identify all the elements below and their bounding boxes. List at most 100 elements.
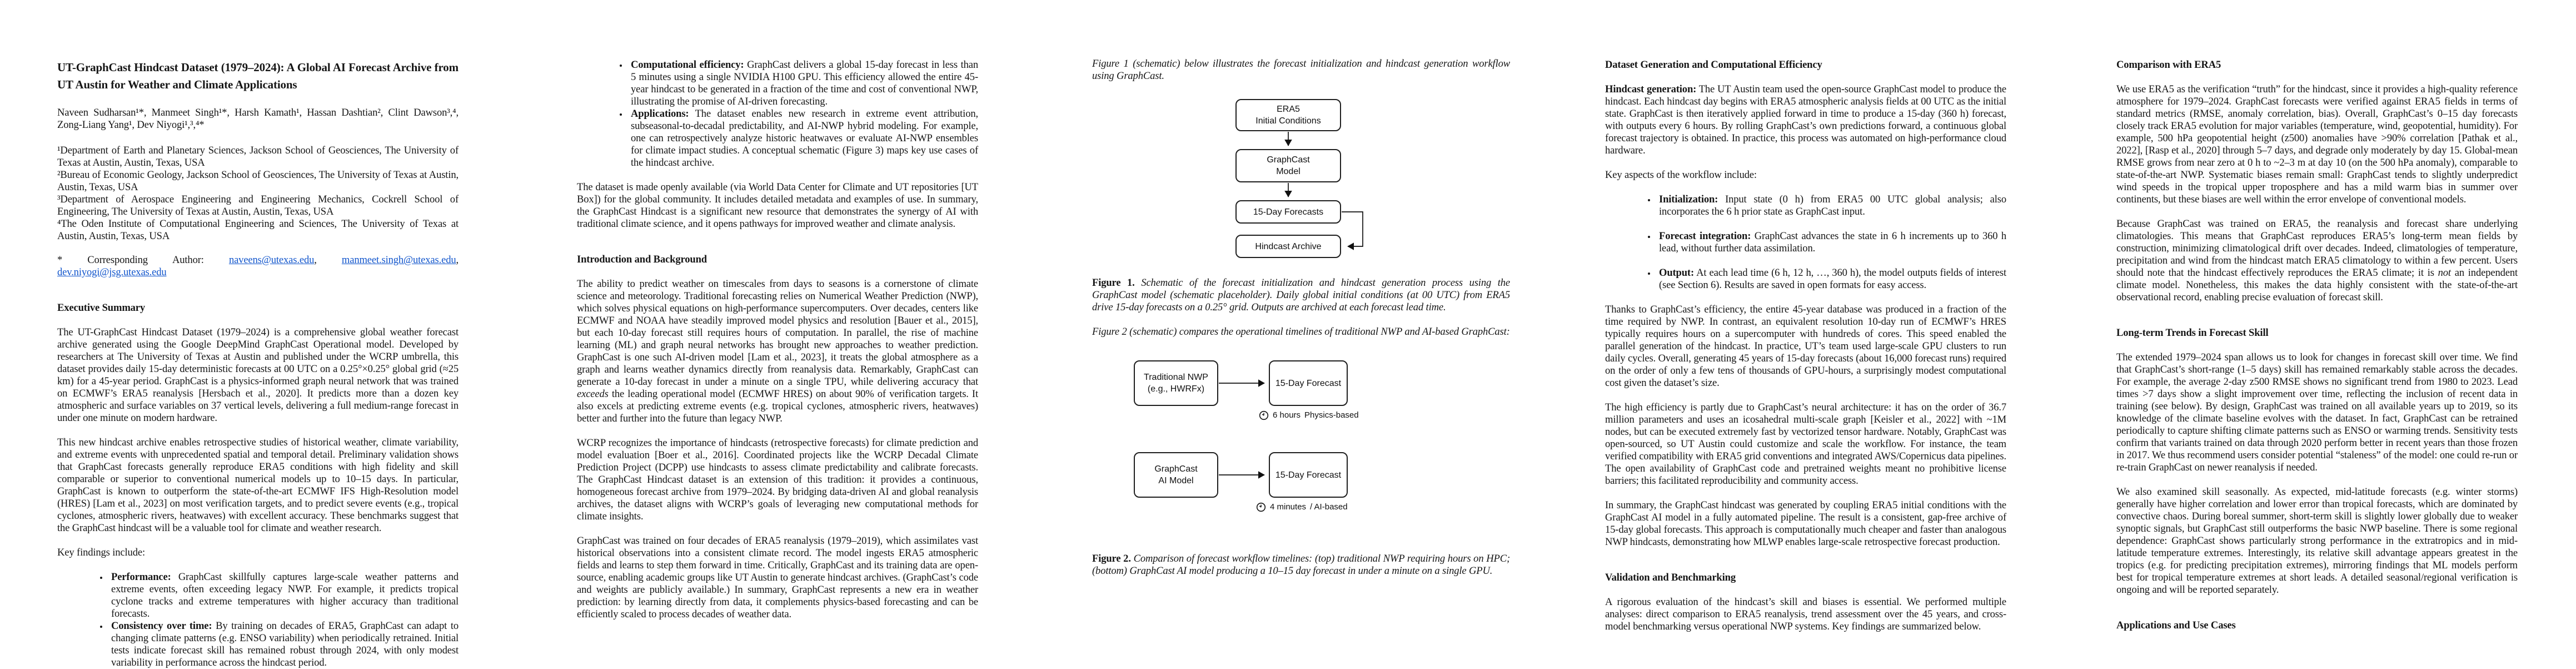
- paragraph-text: Because GraphCast was trained on ERA5, t…: [2116, 218, 2518, 279]
- paragraph: This new hindcast archive enables retros…: [57, 437, 459, 534]
- paragraph: We also examined skill seasonally. As ex…: [2116, 486, 2518, 596]
- clock-icon: [1259, 410, 1269, 420]
- paper-title: UT-GraphCast Hindcast Dataset (1979–2024…: [57, 61, 459, 91]
- section-heading-introduction: Introduction and Background: [577, 254, 707, 265]
- bullet-text: GraphCast skillfully captures large-scal…: [111, 571, 459, 620]
- paragraph: The high efficiency is partly due to Gra…: [1605, 402, 2006, 487]
- corresponding-author-line: * Corresponding Author: naveens@utexas.e…: [57, 254, 459, 279]
- corresponding-prefix: * Corresponding Author:: [57, 254, 229, 266]
- bullet-lead: Initialization:: [1659, 194, 1718, 205]
- key-findings-list-continued: Computational efficiency: GraphCast deli…: [577, 59, 978, 169]
- separator: ,: [314, 254, 342, 266]
- workflow-label: Key aspects of the workflow include:: [1605, 169, 1757, 181]
- method-label: / AI-based: [1310, 502, 1348, 512]
- flowchart-node-graphcast-ai: GraphCast AI Model: [1134, 452, 1218, 498]
- flowchart-arrows: [1284, 132, 1363, 250]
- italic-word: not: [2438, 267, 2451, 279]
- email-link[interactable]: manmeet.singh@utexas.edu: [341, 254, 456, 266]
- flowchart-node-forecast-top: 15-Day Forecast: [1269, 360, 1348, 406]
- email-link[interactable]: dev.niyogi@jsg.utexas.edu: [57, 266, 167, 278]
- paragraph-text: the leading operational model (ECMWF HRE…: [577, 388, 978, 424]
- bullet-text: Input state (0 h) from ERA5 00 UTC globa…: [1659, 194, 2006, 217]
- paragraph: The dataset is made openly available (vi…: [577, 181, 978, 230]
- section-heading-longterm-trends: Long-term Trends in Forecast Skill: [2116, 327, 2269, 339]
- list-item: Applications: The dataset enables new re…: [628, 108, 978, 169]
- flowchart-node-forecasts: 15-Day Forecasts: [1235, 200, 1341, 224]
- affiliation-list: ¹Department of Earth and Planetary Scien…: [57, 145, 459, 242]
- section-heading-comparison-era5: Comparison with ERA5: [2116, 59, 2221, 71]
- list-item: Performance: GraphCast skillfully captur…: [108, 571, 459, 620]
- paragraph: We use ERA5 as the verification “truth” …: [2116, 83, 2518, 205]
- paragraph-text: The UT Austin team used the open-source …: [1605, 83, 2006, 156]
- duration-value: 4 minutes: [1270, 502, 1307, 512]
- bullet-text: GraphCast advances the state in 6 h incr…: [1659, 230, 2006, 254]
- bullet-text: By training on decades of ERA5, GraphCas…: [111, 620, 459, 668]
- section-heading-validation: Validation and Benchmarking: [1605, 572, 1736, 583]
- bullet-lead: Consistency over time:: [111, 620, 212, 632]
- separator: ,: [456, 254, 459, 266]
- bullet-lead: Performance:: [111, 571, 171, 583]
- affiliation: ³Department of Aerospace Engineering and…: [57, 194, 459, 217]
- node-label: GraphCast: [1154, 464, 1198, 474]
- bullet-lead: Computational efficiency:: [631, 59, 744, 71]
- node-label: 15-Day Forecast: [1275, 378, 1342, 388]
- flowchart-node-era5: ERA5 Initial Conditions: [1235, 99, 1341, 131]
- workflow-list: Initialization: Input state (0 h) from E…: [1605, 194, 2006, 291]
- key-findings-label: Key findings include:: [57, 547, 145, 558]
- bullet-lead: Output:: [1659, 267, 1695, 279]
- figure1-caption-text: Schematic of the forecast initialization…: [1092, 277, 1510, 313]
- figure2-caption-text: Comparison of forecast workflow timeline…: [1092, 553, 1510, 577]
- clock-icon: [1256, 502, 1266, 512]
- node-label: 15-Day Forecasts: [1253, 207, 1324, 217]
- node-label: AI Model: [1158, 476, 1194, 485]
- node-label: Initial Conditions: [1255, 116, 1321, 126]
- flowchart-node-hindcast-archive: Hindcast Archive: [1235, 235, 1341, 258]
- list-item: Consistency over time: By training on de…: [108, 620, 459, 669]
- timeline-label-ai: 4 minutes / AI-based: [1256, 502, 1348, 512]
- paragraph-lead: Hindcast generation:: [1605, 83, 1697, 95]
- key-findings-list: Performance: GraphCast skillfully captur…: [57, 571, 459, 669]
- email-link[interactable]: naveens@utexas.edu: [228, 254, 315, 266]
- section-heading-applications: Applications and Use Cases: [2116, 620, 2236, 631]
- bullet-text: At each lead time (6 h, 12 h, …, 360 h),…: [1659, 267, 2006, 291]
- duration-value: 6 hours: [1273, 410, 1301, 420]
- figure2-caption-label: Figure 2.: [1092, 553, 1131, 564]
- list-item: Initialization: Input state (0 h) from E…: [1656, 194, 2006, 218]
- flowchart-node-forecast-bottom: 15-Day Forecast: [1269, 452, 1348, 498]
- paragraph: In summary, the GraphCast hindcast was g…: [1605, 499, 2006, 548]
- paragraph-text: The ability to predict weather on timesc…: [577, 278, 978, 388]
- affiliation: ¹Department of Earth and Planetary Scien…: [57, 145, 459, 169]
- list-item: Forecast integration: GraphCast advances…: [1656, 230, 2006, 255]
- page3-column: Figure 1 (schematic) below illustrates t…: [1092, 0, 1510, 667]
- figure2-caption: Figure 2. Comparison of forecast workflo…: [1092, 553, 1510, 577]
- node-label: Hindcast Archive: [1255, 241, 1322, 251]
- paragraph: The extended 1979–2024 span allows us to…: [2116, 351, 2518, 473]
- affiliation: ²Bureau of Economic Geology, Jackson Sch…: [57, 169, 459, 193]
- node-label: Traditional NWP: [1144, 373, 1208, 382]
- affiliation: ⁴The Oden Institute of Computational Eng…: [57, 218, 459, 242]
- section-heading-dataset-generation: Dataset Generation and Computational Eff…: [1605, 59, 1822, 71]
- bullet-lead: Forecast integration:: [1659, 230, 1751, 242]
- paragraph: The UT-GraphCast Hindcast Dataset (1979–…: [57, 326, 459, 424]
- list-item: Computational efficiency: GraphCast deli…: [628, 59, 978, 108]
- node-label: ERA5: [1277, 105, 1300, 114]
- flowchart-node-graphcast-model: GraphCast Model: [1235, 149, 1341, 182]
- method-label: Physics-based: [1304, 410, 1359, 420]
- figure1-caption: Figure 1. Schematic of the forecast init…: [1092, 277, 1510, 314]
- paragraph: Thanks to GraphCast’s efficiency, the en…: [1605, 304, 2006, 389]
- author-list: Naveen Sudharsan¹*, Manmeet Singh¹*, Har…: [57, 107, 459, 131]
- paragraph: Hindcast generation: The UT Austin team …: [1605, 83, 2006, 157]
- node-label: (e.g., HWRFx): [1147, 384, 1205, 394]
- flowchart2-arrows: [1219, 379, 1265, 479]
- paragraph: Because GraphCast was trained on ERA5, t…: [2116, 218, 2518, 304]
- page4-column: Dataset Generation and Computational Eff…: [1605, 0, 2006, 633]
- flowchart-node-traditional-nwp: Traditional NWP (e.g., HWRFx): [1134, 360, 1218, 406]
- bullet-text: GraphCast delivers a global 15-day forec…: [631, 59, 978, 107]
- node-label: GraphCast: [1267, 155, 1310, 165]
- paragraph: A rigorous evaluation of the hindcast’s …: [1605, 596, 2006, 632]
- figure1-caption-label: Figure 1.: [1092, 277, 1135, 289]
- list-item: Output: At each lead time (6 h, 12 h, …,…: [1656, 267, 2006, 291]
- page2-column: Computational efficiency: GraphCast deli…: [577, 0, 978, 621]
- node-label: Model: [1276, 167, 1301, 176]
- node-label: 15-Day Forecast: [1275, 470, 1342, 480]
